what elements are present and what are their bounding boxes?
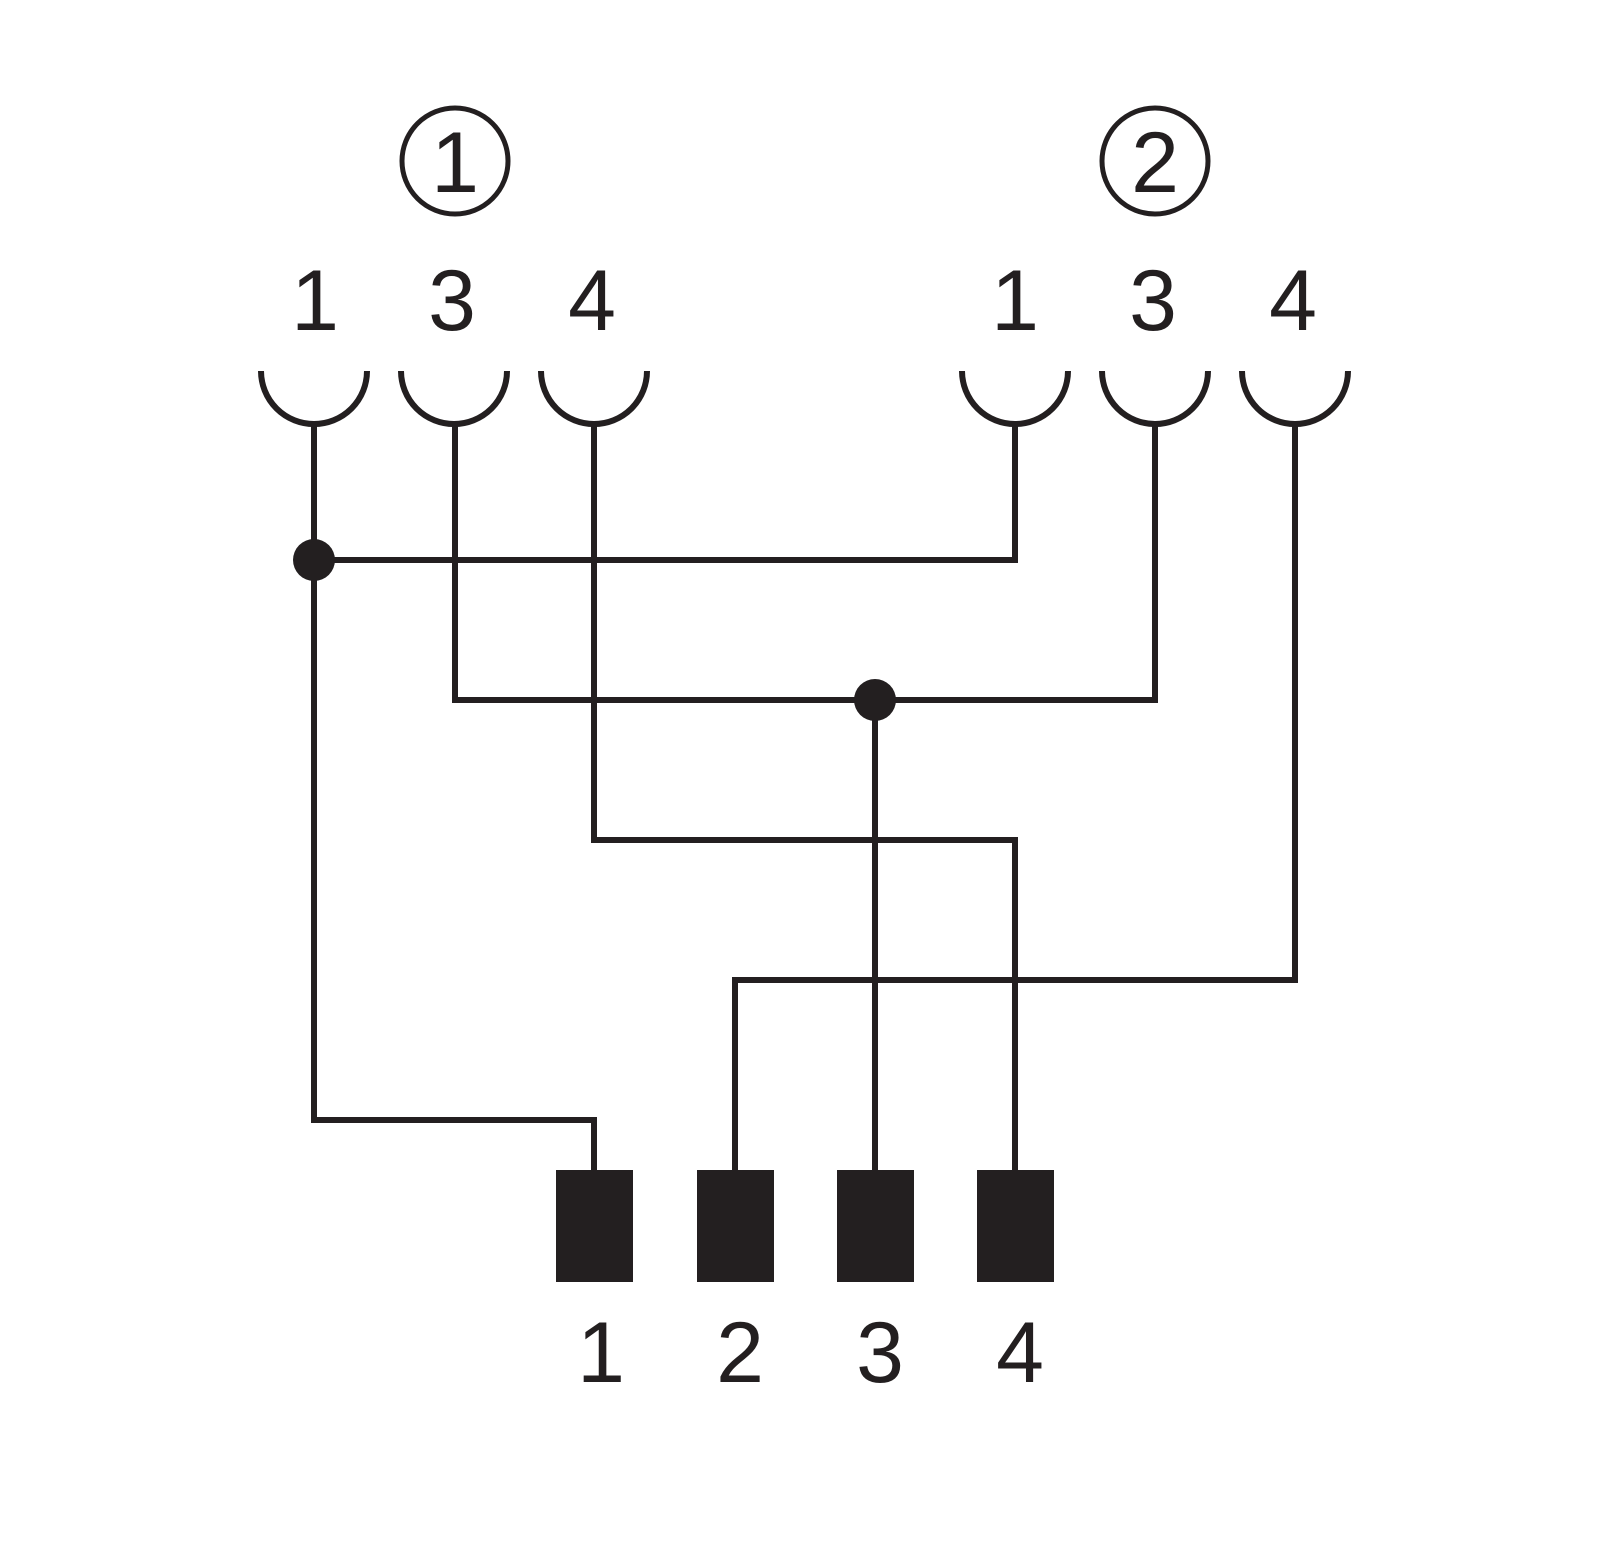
connector-2-marker-circle <box>1099 105 1211 217</box>
connector-1-pin-4-label: 4 <box>568 253 616 349</box>
plug-pin-1-label: 1 <box>577 1305 625 1401</box>
junction-dot-b <box>854 679 896 721</box>
connector-1: 1 1 3 4 <box>258 105 650 427</box>
plug: 1 2 3 4 <box>556 1170 1054 1401</box>
plug-pin-2-block <box>697 1170 774 1282</box>
connector-2-pin-3-label: 3 <box>1129 253 1177 349</box>
wire-c2-pin1-to-junction-a <box>311 424 1018 563</box>
wire-c1-pin4-to-plug-pin4 <box>591 424 1018 1173</box>
connector-2-marker-label: 2 <box>1131 115 1179 211</box>
plug-pin-1-block <box>556 1170 633 1282</box>
connector-1-marker-label: 1 <box>431 115 479 211</box>
connector-2-pin-3-socket <box>1099 370 1211 427</box>
connector-2-pin-1-label: 1 <box>991 253 1039 349</box>
connector-2-pin-4-label: 4 <box>1269 253 1317 349</box>
plug-pin-3-label: 3 <box>856 1305 904 1401</box>
connector-2: 2 1 3 4 <box>959 105 1351 427</box>
connector-2-pin-4-socket <box>1239 370 1351 427</box>
wire-c2-pin4-to-plug-pin2 <box>732 424 1298 1173</box>
connector-1-pin-3-socket <box>398 370 510 427</box>
plug-pin-4-label: 4 <box>996 1305 1044 1401</box>
connector-1-marker-circle <box>399 105 511 217</box>
connector-1-pin-1-socket <box>258 370 370 427</box>
connector-1-pin-3-label: 3 <box>428 253 476 349</box>
plug-pin-3-block <box>837 1170 914 1282</box>
plug-pin-2-label: 2 <box>716 1305 764 1401</box>
connector-1-pin-1-label: 1 <box>291 253 339 349</box>
wire-c1-pin1-to-plug-pin1 <box>311 424 597 1173</box>
junction-dot-a <box>293 539 335 581</box>
wire-c1-pin3-to-c2-pin3 <box>452 424 1158 703</box>
connector-1-pin-4-socket <box>538 370 650 427</box>
connector-2-pin-1-socket <box>959 370 1071 427</box>
wires <box>293 424 1298 1173</box>
plug-pin-4-block <box>977 1170 1054 1282</box>
